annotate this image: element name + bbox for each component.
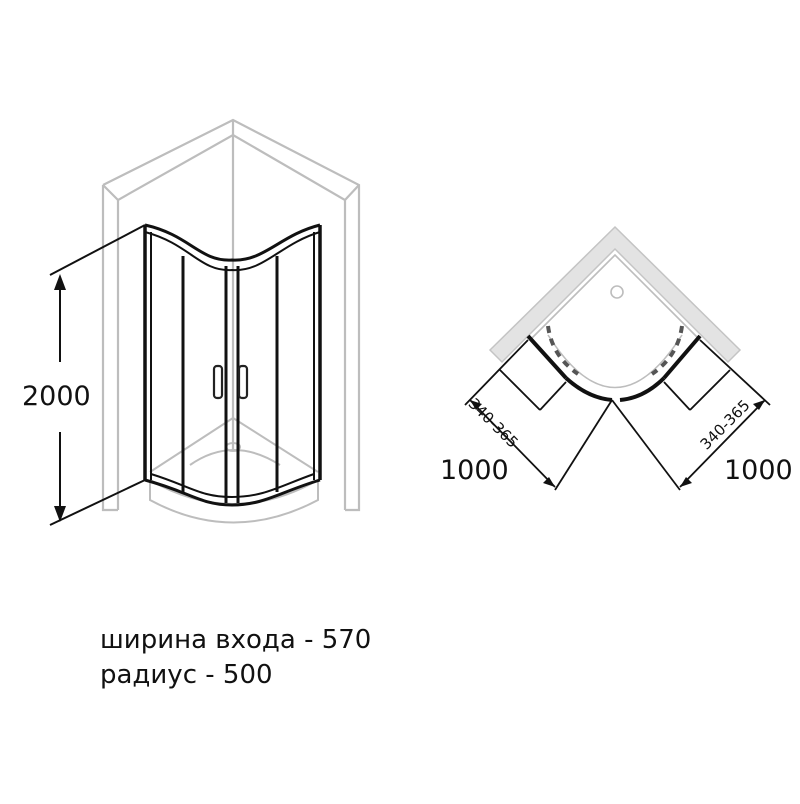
plan-dimensions [464,339,771,491]
height-label: 2000 [22,381,91,412]
radius-note: радиус - 500 [100,660,273,690]
drain-icon [610,285,624,299]
wall-outline [101,118,361,512]
left-width-label: 1000 [440,455,509,486]
height-dimension [49,224,146,526]
entry-width-note: ширина входа - 570 [100,625,372,655]
door-handles [212,364,249,400]
plan-enclosure [526,325,702,402]
door-handle-left [212,364,224,400]
right-width-label: 1000 [724,455,793,486]
door-handle-right [237,364,249,400]
plan-view [464,225,771,491]
plan-walls [488,225,742,364]
plan-tray [529,253,701,389]
elevation-view [49,118,361,526]
